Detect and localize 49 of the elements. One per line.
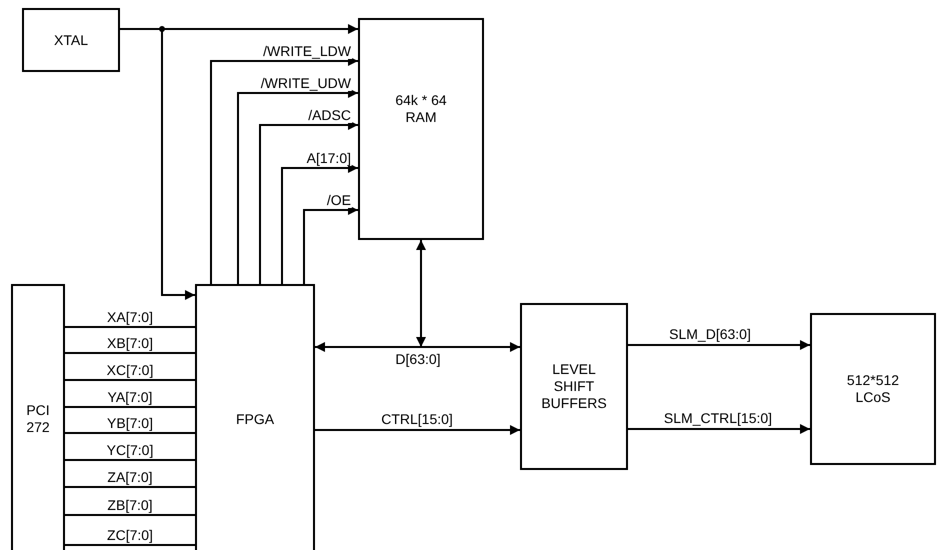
signal-label: XA[7:0]	[106, 310, 154, 325]
signal-label: XC[7:0]	[106, 363, 154, 378]
signal-label: YC[7:0]	[106, 443, 154, 458]
arrow	[210, 56, 358, 284]
signal-line	[65, 486, 195, 488]
signal-label: /WRITE_LDW	[262, 44, 352, 59]
arrow	[303, 205, 358, 284]
signal-label: A[17:0]	[306, 151, 352, 166]
arrow	[281, 163, 358, 284]
signal-line	[65, 326, 195, 328]
signal-label: /OE	[326, 193, 352, 208]
signal-label: ZC[7:0]	[106, 528, 154, 543]
signal-line	[65, 544, 195, 546]
block-box	[22, 8, 120, 72]
block-label: 64k * 64 RAM	[394, 92, 448, 126]
arrow	[628, 424, 810, 434]
signal-label: SLM_CTRL[15:0]	[662, 411, 774, 426]
signal-label: /WRITE_UDW	[260, 76, 352, 91]
signal-label: YB[7:0]	[106, 416, 154, 431]
arrow	[628, 340, 810, 350]
block-label: 512*512 LCoS	[846, 372, 900, 406]
arrow	[315, 425, 520, 435]
signal-label: YA[7:0]	[106, 390, 154, 405]
arrow	[416, 240, 426, 347]
signal-label: /ADSC	[307, 108, 352, 123]
block-label: PCI 272	[25, 402, 51, 436]
signal-line	[65, 514, 195, 516]
signal-label: CTRL[15:0]	[380, 412, 454, 427]
block-box	[520, 303, 628, 470]
signal-line	[65, 406, 195, 408]
arrow	[315, 342, 520, 352]
block-label: XTAL	[53, 32, 89, 48]
signal-line	[65, 379, 195, 381]
arrow	[259, 120, 358, 284]
block-label: LEVEL SHIFT BUFFERS	[540, 361, 608, 412]
block-box	[810, 313, 936, 465]
signal-line	[65, 432, 195, 434]
signal-line	[65, 459, 195, 461]
signal-label: SLM_D[63:0]	[668, 327, 752, 342]
arrow	[237, 88, 358, 284]
signal-label: ZB[7:0]	[106, 498, 154, 513]
signal-label: ZA[7:0]	[106, 470, 154, 485]
signal-label: D[63:0]	[394, 352, 442, 367]
block-box	[358, 18, 484, 240]
signal-label: XB[7:0]	[106, 336, 154, 351]
signal-line	[65, 352, 195, 354]
block-box	[195, 284, 315, 550]
block-label: FPGA	[234, 410, 276, 428]
block-box	[11, 284, 65, 550]
